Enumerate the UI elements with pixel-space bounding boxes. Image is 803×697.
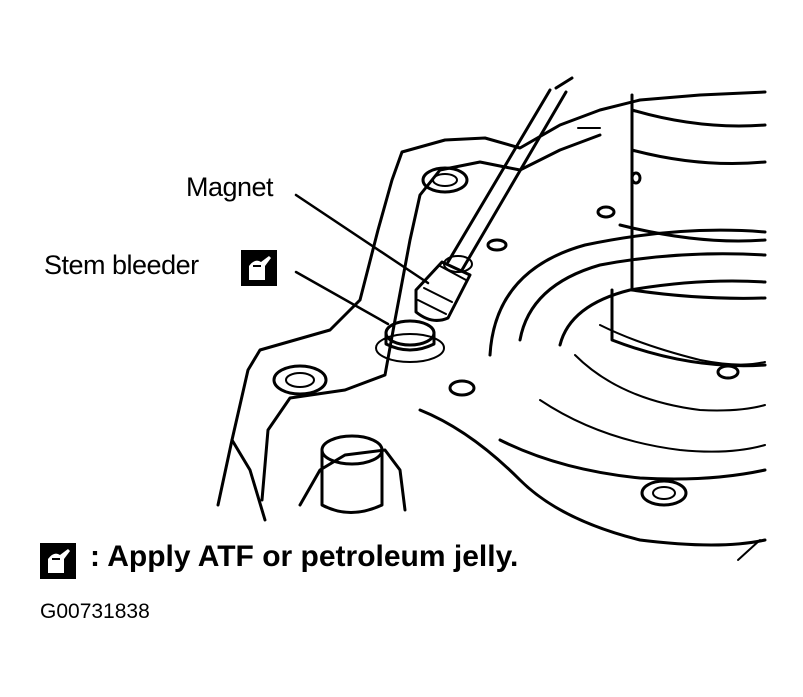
- magnet-rod: [446, 76, 574, 272]
- bolt-hole-mid: [448, 379, 476, 397]
- case-outline: [216, 90, 767, 507]
- bolt-hole-small-1: [486, 238, 508, 252]
- magnet-label: Magnet: [186, 172, 274, 202]
- hub-cylinder: [618, 93, 767, 292]
- stem-bleeder-leader-line: [294, 270, 390, 326]
- magnet-leader-line: [294, 193, 430, 285]
- dowel-pin: [320, 448, 384, 514]
- case-front-edge: [298, 448, 407, 512]
- recess-ring-inner: [558, 279, 767, 347]
- legend-text: : Apply ATF or petroleum jelly.: [90, 540, 519, 573]
- magnet-head: [414, 260, 472, 322]
- stem-bleeder-label: Stem bleeder: [44, 250, 199, 280]
- recess-ring-mid: [518, 252, 767, 342]
- recess-floor: [498, 438, 767, 481]
- bolt-hole-small-2: [596, 205, 616, 219]
- bolt-hole-right: [640, 479, 688, 507]
- bolt-hole-top: [421, 166, 469, 194]
- recess-ring-outer: [488, 228, 767, 357]
- bolt-hole-small-3: [716, 364, 740, 380]
- oil-can-icon: [40, 543, 76, 579]
- oil-can-icon: [241, 250, 277, 286]
- bolt-hole-left: [272, 364, 328, 396]
- figure-code: G00731838: [40, 600, 150, 623]
- case-lower-edge: [230, 438, 267, 522]
